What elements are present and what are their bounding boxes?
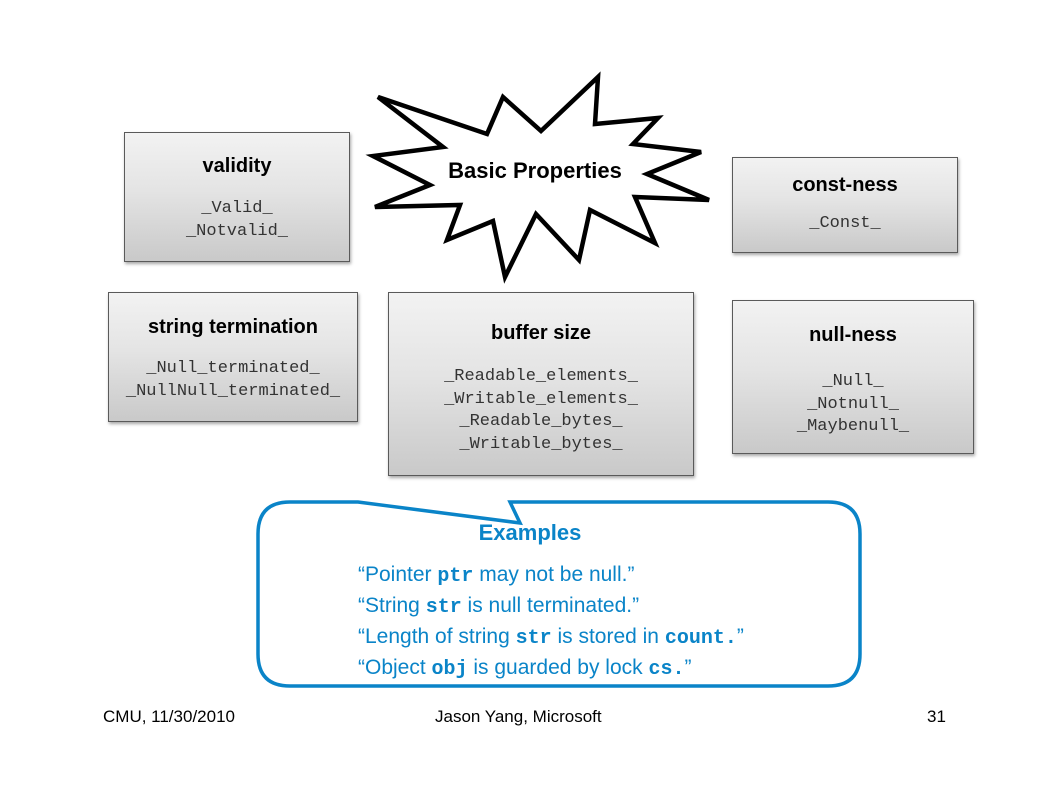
footer-left: CMU, 11/30/2010 [103,707,235,726]
examples-list: “Pointer ptr may not be null.” “String s… [358,560,744,684]
annotation-item: _Readable_elements_ [444,367,638,386]
example-line: “Length of string str is stored in count… [358,622,744,653]
annotation-item: _NullNull_terminated_ [125,381,341,401]
starburst-label: Basic Properties [448,158,622,183]
example-text: “Length of string [358,625,516,648]
starburst-outline [365,71,710,284]
example-text: ” [736,625,744,648]
example-text: is null terminated.” [461,594,640,617]
annotation-item: _Null_terminated_ [146,359,320,378]
annotation-item: _Writable_bytes_ [459,434,623,454]
example-code: cs. [648,658,685,681]
box-title: string termination [147,316,318,338]
box-title: const-ness [792,174,898,196]
page-number: 31 [927,707,946,726]
box-title: validity [202,155,272,177]
annotation-item: _Readable_bytes_ [459,412,623,431]
box-title: buffer size [490,322,592,344]
annotation-item: _Const_ [809,214,881,233]
example-line: “Object obj is guarded by lock cs.” [358,653,744,684]
example-code: ptr [437,565,474,588]
annotation-item: _Maybenull_ [796,417,910,436]
annotation-item: _Valid_ [201,199,273,218]
example-text: “String [358,594,426,617]
nullness-box: null-ness _Null_ _Notnull_ _Maybenull_ [732,300,974,454]
example-code: str [515,627,552,650]
example-code: str [425,596,462,619]
example-code: obj [431,658,468,681]
annotation-item: _Notnull_ [807,394,899,414]
annotation-item: _Writable_elements_ [444,389,638,409]
example-line: “Pointer ptr may not be null.” [358,560,744,591]
examples-title: Examples [478,520,582,545]
example-code: count. [664,627,737,650]
example-text: is guarded by lock [467,656,649,679]
annotation-item: _Null_ [822,372,884,391]
string-termination-box: string termination _Null_terminated_ _Nu… [108,292,358,422]
constness-box: const-ness _Const_ [732,157,958,253]
callout-outline [256,500,862,688]
example-text: “Object [358,656,432,679]
example-line: “String str is null terminated.” [358,591,744,622]
example-text: is stored in [551,625,665,648]
example-text: may not be null.” [473,563,635,586]
footer-center: Jason Yang, Microsoft [435,707,602,726]
example-text: ” [684,656,692,679]
buffer-size-box: buffer size _Readable_elements_ _Writabl… [388,292,694,476]
example-text: “Pointer [358,563,438,586]
box-title: null-ness [809,324,897,346]
validity-box: validity _Valid_ _Notvalid_ [124,132,350,262]
annotation-item: _Notvalid_ [185,221,289,241]
